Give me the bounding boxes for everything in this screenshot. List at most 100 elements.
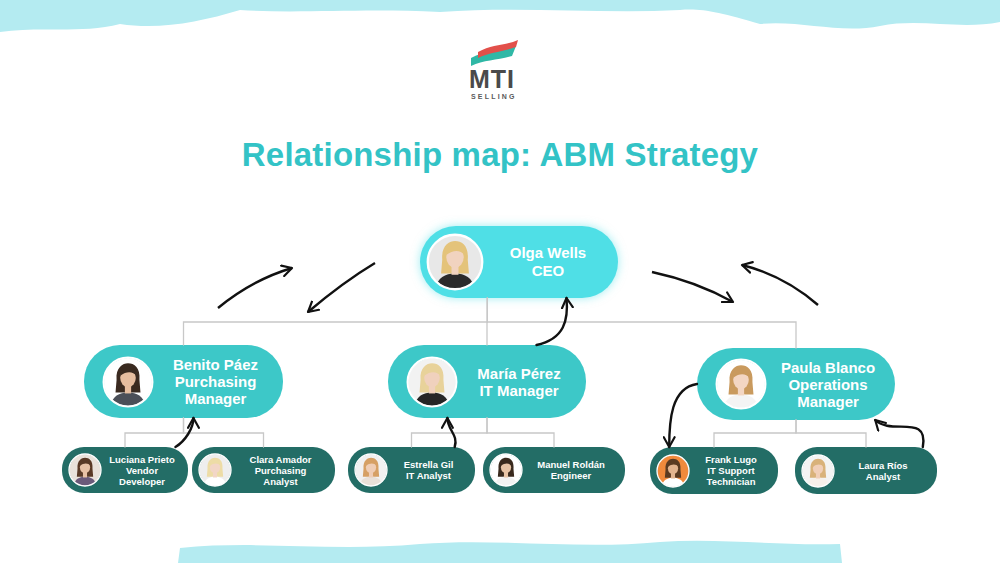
avatar-background xyxy=(355,454,388,487)
avatar-background xyxy=(657,454,690,487)
avatar-hair-front xyxy=(446,245,464,255)
node-text: Clara AmadorPurchasing Analyst xyxy=(232,454,329,487)
avatar-border xyxy=(104,357,153,406)
person-role: IT Manager xyxy=(479,382,558,399)
staff-box: Laura RíosAnalyst xyxy=(795,447,937,494)
avatar-hair-front xyxy=(813,461,824,467)
relation-arrow xyxy=(218,268,292,308)
person-name: Benito Páez xyxy=(173,356,258,373)
avatar-border xyxy=(408,357,457,406)
relation-arrow xyxy=(669,384,697,447)
avatar-group xyxy=(355,454,388,487)
avatar-group xyxy=(103,357,153,408)
person-role: CEO xyxy=(532,262,565,280)
person-role: Analyst xyxy=(866,471,900,482)
hierarchy-line xyxy=(487,298,796,348)
person-role: Operations Manager xyxy=(769,376,887,410)
hierarchy-line xyxy=(487,418,554,447)
person-role: Purchasing Manager xyxy=(157,373,275,407)
diagram-title: Relationship map: ABM Strategy xyxy=(0,136,1000,174)
avatar-group xyxy=(407,357,457,408)
person-role: Engineer xyxy=(551,470,592,481)
person-name: Olga Wells xyxy=(510,244,586,262)
avatar-hair-front xyxy=(80,460,91,466)
avatar-hair-front xyxy=(668,461,679,467)
relation-arrow xyxy=(875,420,923,447)
relation-arrow xyxy=(447,418,455,447)
avatar-border xyxy=(355,454,387,486)
person-avatar xyxy=(426,233,484,291)
relation-arrow xyxy=(742,265,818,305)
relation-arrow xyxy=(537,298,567,345)
brush-stroke xyxy=(0,0,1000,32)
avatar-group xyxy=(716,359,766,410)
person-name: Frank Lugo xyxy=(705,454,757,465)
person-avatar xyxy=(656,454,690,488)
relation-arrow xyxy=(308,263,375,312)
node-text: Olga WellsCEO xyxy=(484,244,612,280)
node-text: Laura RíosAnalyst xyxy=(835,460,931,482)
person-avatar xyxy=(102,356,154,408)
logo-stripe xyxy=(478,40,518,58)
person-avatar xyxy=(406,356,458,408)
person-role: Purchasing Analyst xyxy=(241,465,321,487)
hierarchy-line xyxy=(184,418,264,447)
person-role: IT Support Technician xyxy=(691,465,771,487)
node-text: Estrella GilIT Analyst xyxy=(388,459,469,481)
avatar-hair-back xyxy=(665,458,681,477)
person-name: Luciana Prieto xyxy=(109,454,174,465)
avatar-border xyxy=(802,455,834,487)
hierarchy-line xyxy=(125,418,184,447)
avatar-border xyxy=(428,235,483,290)
avatar-background xyxy=(69,454,102,487)
manager-box: María PérezIT Manager xyxy=(388,345,586,418)
avatar-group xyxy=(69,454,102,487)
avatar-background xyxy=(802,454,835,487)
avatar-background xyxy=(199,454,232,487)
person-avatar xyxy=(801,454,835,488)
person-avatar xyxy=(489,453,523,487)
avatar-group xyxy=(802,454,835,487)
logo-text: MTI xyxy=(469,66,515,92)
person-name: Clara Amador xyxy=(250,454,312,465)
avatar-group xyxy=(490,454,523,487)
staff-box: Clara AmadorPurchasing Analyst xyxy=(192,447,335,493)
avatar-border xyxy=(69,454,101,486)
person-name: Paula Blanco xyxy=(781,359,875,376)
hierarchy-line xyxy=(714,420,796,447)
avatar-background xyxy=(490,454,523,487)
relation-arrow xyxy=(652,272,733,302)
avatar-group xyxy=(199,454,232,487)
person-role: IT Analyst xyxy=(406,470,451,481)
person-name: Laura Ríos xyxy=(858,460,907,471)
avatar-hair-front xyxy=(366,460,377,466)
avatar-hair-front xyxy=(120,366,136,375)
avatar-hair-back xyxy=(77,458,93,477)
node-text: Frank LugoIT Support Technician xyxy=(690,454,772,487)
logo-text: SELLING xyxy=(471,93,517,101)
manager-box: Benito PáezPurchasing Manager xyxy=(84,345,283,418)
avatar-border xyxy=(490,454,522,486)
staff-box: Luciana PrietoVendor Developer xyxy=(62,447,188,493)
person-avatar xyxy=(354,453,388,487)
avatar-hair-front xyxy=(210,460,221,466)
avatar-border xyxy=(657,455,689,487)
avatar-border xyxy=(717,360,766,409)
person-role: Vendor Developer xyxy=(102,465,182,487)
avatar-hair-back xyxy=(810,458,826,477)
person-name: María Pérez xyxy=(477,365,560,382)
node-text: Benito PáezPurchasing Manager xyxy=(154,356,277,407)
person-avatar xyxy=(715,358,767,410)
avatar-hair-back xyxy=(207,458,223,477)
manager-box: Paula BlancoOperations Manager xyxy=(697,348,895,420)
avatar-hair-front xyxy=(501,460,512,466)
relation-arrow xyxy=(175,418,193,447)
avatar-hair-front xyxy=(733,369,749,378)
node-text: Luciana PrietoVendor Developer xyxy=(102,454,182,487)
node-text: María PérezIT Manager xyxy=(458,365,580,399)
node-text: Paula BlancoOperations Manager xyxy=(767,359,889,410)
staff-box: Estrella GilIT Analyst xyxy=(348,447,475,493)
person-name: Estrella Gil xyxy=(404,459,454,470)
